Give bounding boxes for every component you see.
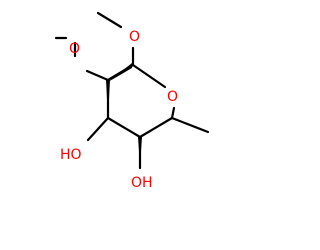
- bond-c3-hydroxyl: [86, 116, 110, 142]
- bond-c4-c5: [138, 116, 174, 139]
- c3-hydroxyl-label: HO: [60, 147, 82, 163]
- bond-c5-methyl: [170, 116, 210, 134]
- c2-oxygen-label: O: [69, 41, 80, 57]
- molecule-structure: O O O HO OH: [54, 11, 210, 191]
- wedge-c1-c2: [108, 63, 132, 82]
- bond-anomeric-oxygen-methyl: [96, 11, 123, 29]
- bond-c3-c4: [106, 116, 142, 139]
- anomeric-oxygen-label: O: [129, 29, 140, 45]
- ring-oxygen-label: O: [167, 89, 178, 105]
- wedge-c2-c3: [106, 80, 110, 118]
- bond-c5-ring-oxygen: [170, 106, 176, 120]
- bond-ring-oxygen-c1: [131, 63, 167, 89]
- bond-c2-oxygen: [85, 69, 110, 82]
- wedge-c4-hydroxyl: [138, 137, 142, 166]
- c4-hydroxyl-label: OH: [131, 175, 153, 191]
